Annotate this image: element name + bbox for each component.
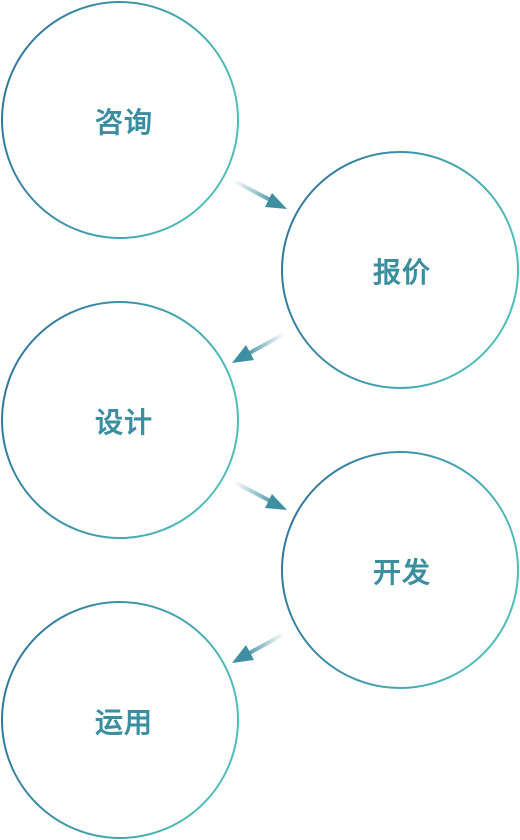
step-apply-label: 运用 [95,706,153,739]
arrow-head-icon [265,193,287,209]
arrow-design-to-develop [232,480,287,510]
arrow-head-icon [265,494,287,510]
arrow-quote-to-design [232,332,286,363]
step-quote: 报价 [281,151,519,389]
step-quote-circle [281,151,519,389]
step-design-label: 设计 [95,406,153,439]
arrow-consult-to-quote [232,179,287,209]
step-develop-label: 开发 [373,556,431,589]
step-design: 设计 [1,301,239,539]
arrow-head-icon [232,645,254,663]
step-develop-circle [281,451,519,689]
step-design-circle [1,301,239,539]
arrow-head-icon [232,345,254,363]
step-develop: 开发 [281,451,519,689]
step-consult: 咨询 [1,1,239,239]
step-apply: 运用 [1,601,239,839]
arrow-shaft [242,632,286,658]
arrow-shaft [242,332,286,358]
step-consult-label: 咨询 [95,106,153,139]
arrow-develop-to-apply [232,632,286,663]
step-consult-circle [1,1,239,239]
step-apply-circle [1,601,239,839]
step-quote-label: 报价 [373,256,431,289]
